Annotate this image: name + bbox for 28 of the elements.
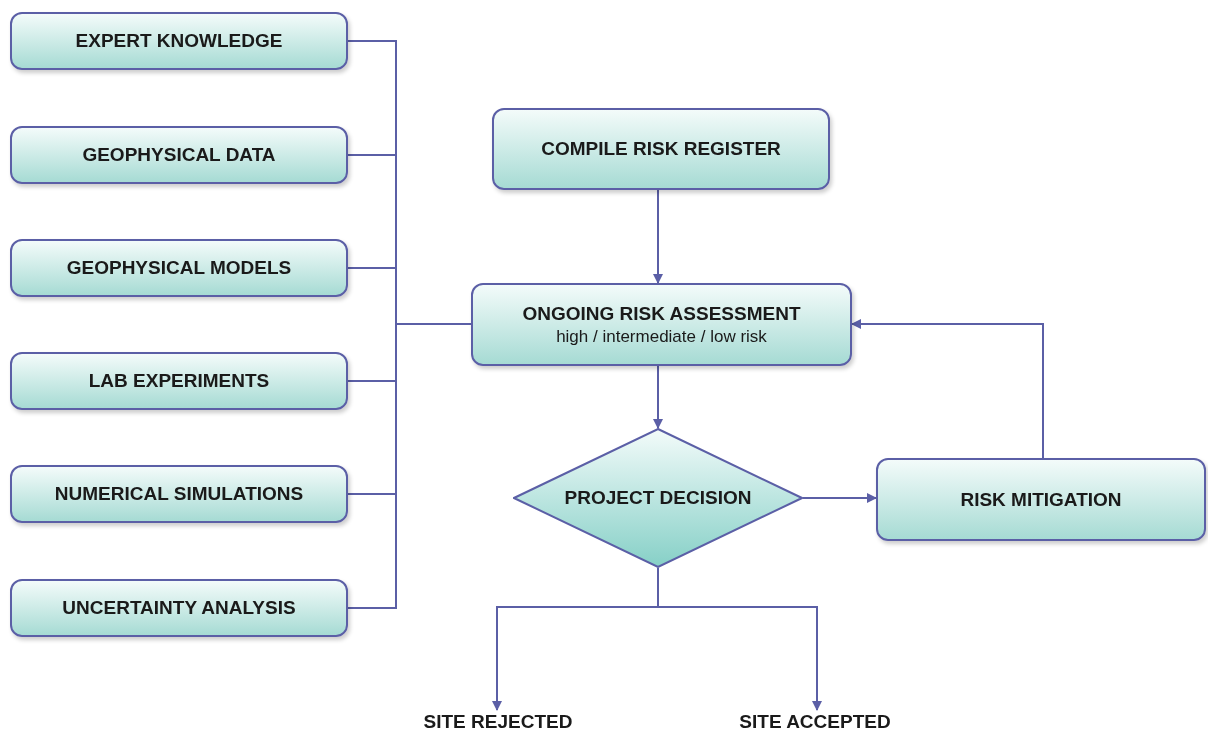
arrow <box>653 189 663 284</box>
process-box <box>876 458 1206 541</box>
box-label: GEOPHYSICAL MODELS <box>66 256 292 280</box>
arrow <box>851 319 1044 459</box>
box-label: PROJECT DECISION <box>564 486 752 510</box>
arrow <box>657 567 822 711</box>
process-box <box>10 579 348 637</box>
box-label: NUMERICAL SIMULATIONS <box>54 482 304 506</box>
box-label: COMPILE RISK REGISTER <box>541 137 781 161</box>
box-label: RISK MITIGATION <box>960 487 1122 512</box>
process-box <box>10 352 348 410</box>
outcome-label: SITE ACCEPTED <box>739 710 891 733</box>
arrow <box>653 365 663 429</box>
decision-diamond <box>513 428 803 568</box>
process-box <box>492 108 830 190</box>
box-label: EXPERT KNOWLEDGE <box>75 29 283 53</box>
box-sublabel: high / intermediate / low risk <box>556 325 767 347</box>
outcome-label: SITE REJECTED <box>423 710 573 733</box>
process-box <box>10 239 348 297</box>
box-label: GEOPHYSICAL DATA <box>82 143 276 167</box>
process-box <box>10 465 348 523</box>
arrow <box>802 493 877 503</box>
box-label: LAB EXPERIMENTS <box>88 369 270 393</box>
process-box <box>10 12 348 70</box>
process-box <box>471 283 852 366</box>
process-box <box>10 126 348 184</box>
box-label: UNCERTAINTY ANALYSIS <box>62 596 296 620</box>
box-label: ONGOING RISK ASSESSMENT <box>522 302 801 326</box>
